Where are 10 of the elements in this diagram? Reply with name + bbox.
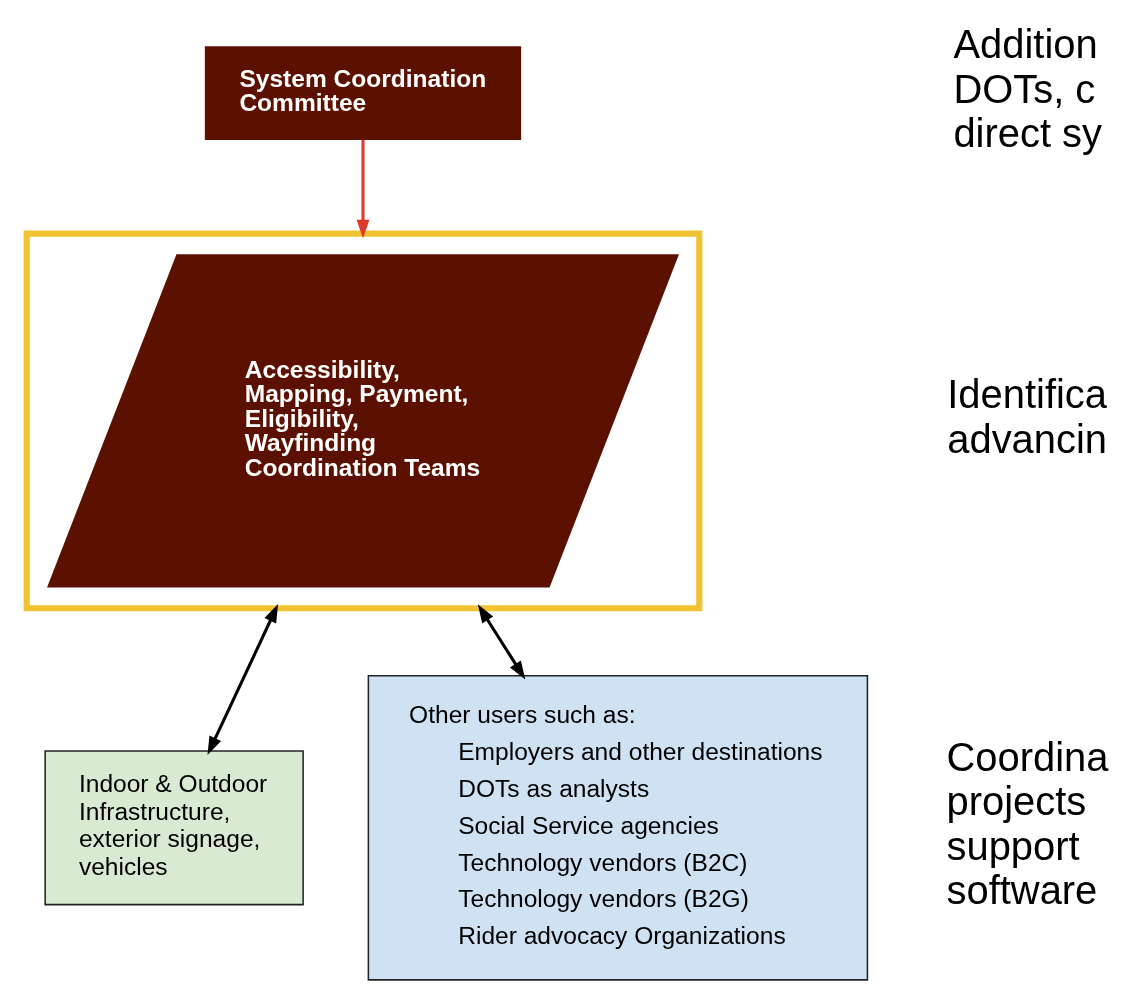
label: Addition DOTs, c direct sy [953,22,1102,156]
node-box: Indoor & Outdoor Infrastructure, exterior signage, vehicles [44,750,304,906]
cluster [23,230,703,612]
label: Coordina projects support software [946,734,1109,913]
arrow [356,139,370,239]
label: Identifica advancin [947,372,1108,461]
arrow [477,604,526,680]
node-box: Other users such as: Employers and other destinations DOTs as analysts Social Service agencies Technology vendors (B2C) Technology vendors (B2G) Rider advocacy Organizations [367,675,869,981]
node-box: System Coordination Committee [204,46,522,140]
arrow [207,604,279,756]
